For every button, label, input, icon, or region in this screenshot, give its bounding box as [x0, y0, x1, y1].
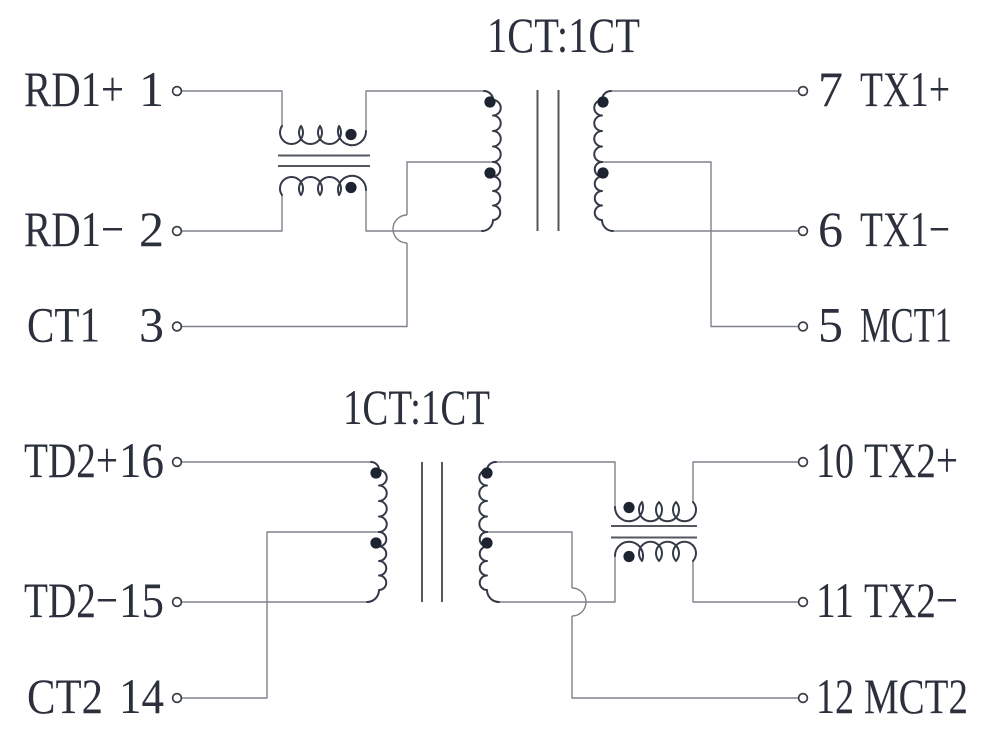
pin-14-terminal — [171, 692, 183, 704]
pin-2-number: 2 — [139, 201, 164, 257]
wire-hop-ct1 — [392, 214, 408, 244]
channel-1: 1CT:1CT RD1+ 1 — [24, 7, 952, 353]
pin-16-terminal — [171, 456, 183, 468]
wire-choke2-to-pin11 — [692, 561, 799, 603]
transformer1-primary-bottom-dot — [484, 167, 496, 179]
pin-2-name: RD1− — [24, 201, 124, 257]
pin-15-terminal — [171, 596, 183, 608]
transformer2-core — [421, 462, 443, 602]
choke1-top-winding — [279, 125, 368, 147]
pin-14-number: 14 — [119, 668, 164, 724]
transformer2-primary-bottom-dot — [370, 537, 382, 549]
pin-3-terminal — [171, 321, 183, 332]
pin-14-name: CT2 — [27, 668, 103, 724]
wire-centertap2-to-pin14 — [181, 531, 379, 699]
wire-centertap2-to-pin12 — [487, 531, 799, 699]
transformer2-primary-top-winding — [370, 461, 388, 533]
wire-pin1-to-choke1 — [181, 90, 283, 126]
pin-2-terminal — [171, 225, 183, 237]
pin-12-terminal — [797, 692, 809, 704]
pin-16-number: 16 — [119, 432, 164, 488]
choke2-bottom-polarity-dot — [623, 550, 635, 563]
pin-16-name: TD2+ — [24, 432, 118, 488]
pin-10-terminal — [797, 456, 809, 468]
pin-15-number: 15 — [119, 572, 164, 628]
transformer1-core — [536, 90, 560, 231]
choke2-top-winding — [613, 501, 697, 523]
pin-12-number: 12 — [816, 668, 854, 724]
wire-choke2-to-pin10 — [692, 461, 799, 502]
pin-7-terminal — [797, 85, 809, 97]
pin-1-terminal — [171, 85, 183, 97]
transformer1-secondary-bottom-dot — [597, 167, 609, 179]
pin-6-number: 6 — [818, 201, 843, 257]
pin-5-name: MCT1 — [860, 297, 952, 353]
pin-11-name: TX2− — [864, 572, 958, 628]
choke2-top-polarity-dot — [623, 501, 635, 514]
pin-15-name: TD2− — [24, 572, 118, 628]
pin-6-terminal — [797, 225, 809, 237]
pin-11-number: 11 — [816, 572, 854, 628]
pin-12-name: MCT2 — [864, 668, 968, 724]
wire-centertap1-to-pin3 — [181, 161, 493, 328]
transformer1-secondary-top-dot — [597, 96, 609, 108]
wire-pin2-to-choke1 — [181, 195, 283, 232]
turns-ratio-label-1: 1CT:1CT — [487, 7, 640, 63]
pin-6-name: TX1− — [860, 201, 950, 257]
transformer2-primary-top-dot — [370, 467, 382, 479]
pin-10-name: TX2+ — [864, 432, 958, 488]
wire-choke1-to-transformer1-bottom — [365, 190, 482, 232]
transformer1-primary-top-dot — [484, 96, 496, 108]
pin-3-name: CT1 — [27, 297, 100, 353]
wire-hop-mct2 — [571, 587, 587, 617]
transformer2-secondary-bottom-dot — [481, 537, 493, 549]
choke2-bottom-winding — [613, 540, 697, 562]
pin-5-number: 5 — [818, 297, 843, 353]
pin-1-name: RD1+ — [24, 61, 124, 117]
choke1-bottom-winding — [279, 174, 368, 196]
pin-5-terminal — [797, 321, 809, 332]
pin-7-name: TX1+ — [860, 61, 950, 117]
wire-transformer2-to-choke2-bottom — [499, 556, 616, 603]
transformer2-secondary-top-dot — [481, 467, 493, 479]
pin-3-number: 3 — [139, 297, 164, 353]
transformer2-primary-bottom-winding — [366, 531, 388, 603]
choke1-top-polarity-dot — [345, 128, 357, 141]
channel-2: 1CT:1CT TD2+ 16 — [24, 379, 968, 724]
choke1-bottom-polarity-dot — [345, 181, 357, 194]
transformer1-primary-bottom-winding — [481, 161, 502, 232]
wire-transformer2-to-choke2-top — [496, 461, 616, 507]
choke1-core — [278, 154, 370, 167]
turns-ratio-label-2: 1CT:1CT — [343, 379, 490, 435]
pin-7-number: 7 — [818, 61, 843, 117]
pin-11-terminal — [797, 596, 809, 608]
choke2-core — [611, 525, 697, 539]
pin-10-number: 10 — [816, 432, 854, 488]
wire-centertap1-to-pin5 — [602, 161, 799, 328]
wire-choke1-to-transformer1-top — [365, 90, 484, 131]
pin-1-number: 1 — [139, 61, 164, 117]
